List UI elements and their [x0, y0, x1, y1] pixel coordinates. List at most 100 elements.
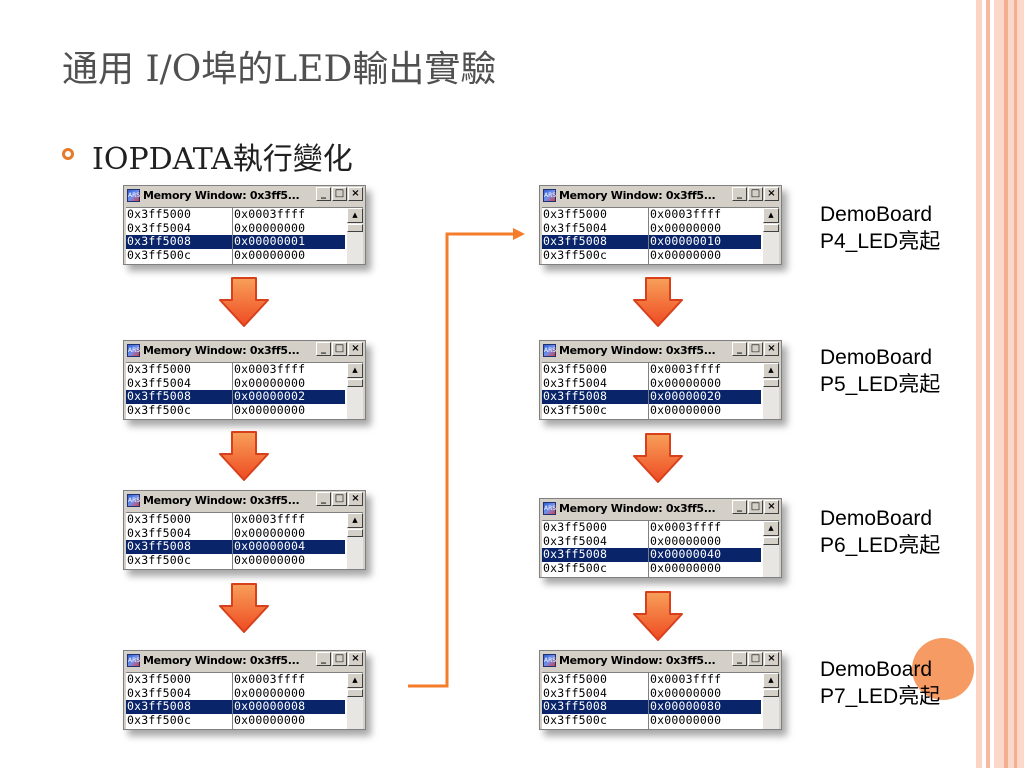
address-cell[interactable]: 0x3ff5000 [543, 362, 608, 376]
minimize-button[interactable]: _ [732, 187, 747, 201]
memory-window[interactable]: ARS Memory Window: 0x3ff5... _ □ × 0x3ff… [539, 340, 782, 420]
value-cell[interactable]: 0x00000000 [650, 247, 722, 262]
value-cell[interactable]: 0x00000040 [649, 547, 761, 562]
window-titlebar[interactable]: ARS Memory Window: 0x3ff5... _ □ × [540, 341, 781, 359]
address-cell[interactable]: 0x3ff5004 [127, 220, 192, 235]
window-titlebar[interactable]: ARS Memory Window: 0x3ff5... _ □ × [124, 341, 365, 359]
address-cell[interactable]: 0x3ff5008 [126, 234, 232, 249]
window-titlebar[interactable]: ARS Memory Window: 0x3ff5... _ □ × [540, 499, 781, 517]
scroll-up-icon[interactable]: ▲ [347, 513, 363, 528]
value-cell[interactable]: 0x0003ffff [234, 672, 306, 686]
scroll-up-icon[interactable]: ▲ [763, 521, 779, 536]
maximize-button[interactable]: □ [748, 342, 763, 356]
window-titlebar[interactable]: ARS Memory Window: 0x3ff5... _ □ × [124, 186, 365, 204]
address-cell[interactable]: 0x3ff5004 [127, 685, 192, 700]
close-button[interactable]: × [764, 187, 779, 201]
minimize-button[interactable]: _ [732, 342, 747, 356]
window-titlebar[interactable]: ARS Memory Window: 0x3ff5... _ □ × [540, 651, 781, 669]
scroll-thumb[interactable] [763, 379, 779, 387]
scroll-up-icon[interactable]: ▲ [347, 363, 363, 378]
value-cell[interactable]: 0x00000000 [234, 375, 306, 390]
minimize-button[interactable]: _ [316, 492, 331, 506]
scroll-thumb[interactable] [347, 379, 363, 387]
value-cell[interactable]: 0x0003ffff [234, 207, 306, 221]
address-cell[interactable]: 0x3ff500c [543, 402, 608, 417]
value-cell[interactable]: 0x00000000 [650, 712, 722, 727]
address-cell[interactable]: 0x3ff5008 [542, 234, 648, 249]
scroll-thumb[interactable] [347, 529, 363, 537]
maximize-button[interactable]: □ [332, 492, 347, 506]
maximize-button[interactable]: □ [332, 342, 347, 356]
value-cell[interactable]: 0x00000000 [650, 685, 722, 700]
maximize-button[interactable]: □ [748, 187, 763, 201]
maximize-button[interactable]: □ [332, 652, 347, 666]
scroll-up-icon[interactable]: ▲ [763, 363, 779, 378]
address-cell[interactable]: 0x3ff5008 [126, 389, 232, 404]
minimize-button[interactable]: _ [316, 187, 331, 201]
value-cell[interactable]: 0x00000000 [650, 220, 722, 235]
maximize-button[interactable]: □ [748, 652, 763, 666]
address-cell[interactable]: 0x3ff5008 [542, 547, 648, 562]
address-cell[interactable]: 0x3ff5008 [126, 539, 232, 554]
scroll-thumb[interactable] [763, 224, 779, 232]
scroll-thumb[interactable] [763, 689, 779, 697]
memory-window[interactable]: ARS Memory Window: 0x3ff5... _ □ × 0x3ff… [123, 650, 366, 730]
address-cell[interactable]: 0x3ff5004 [127, 375, 192, 390]
address-cell[interactable]: 0x3ff5004 [543, 220, 608, 235]
minimize-button[interactable]: _ [316, 342, 331, 356]
address-cell[interactable]: 0x3ff5004 [127, 525, 192, 540]
memory-window[interactable]: ARS Memory Window: 0x3ff5... _ □ × 0x3ff… [539, 650, 782, 730]
address-cell[interactable]: 0x3ff5004 [543, 375, 608, 390]
value-cell[interactable]: 0x00000000 [234, 552, 306, 567]
maximize-button[interactable]: □ [748, 500, 763, 514]
memory-window[interactable]: ARS Memory Window: 0x3ff5... _ □ × 0x3ff… [539, 185, 782, 265]
vertical-scrollbar[interactable]: ▲ [763, 363, 779, 419]
value-cell[interactable]: 0x00000080 [649, 699, 761, 714]
scroll-up-icon[interactable]: ▲ [763, 673, 779, 688]
scroll-up-icon[interactable]: ▲ [347, 673, 363, 688]
address-cell[interactable]: 0x3ff5000 [127, 512, 192, 526]
maximize-button[interactable]: □ [332, 187, 347, 201]
vertical-scrollbar[interactable]: ▲ [763, 521, 779, 577]
address-cell[interactable]: 0x3ff5000 [127, 672, 192, 686]
address-cell[interactable]: 0x3ff5000 [543, 207, 608, 221]
value-cell[interactable]: 0x00000001 [233, 234, 345, 249]
address-cell[interactable]: 0x3ff5000 [543, 672, 608, 686]
window-titlebar[interactable]: ARS Memory Window: 0x3ff5... _ □ × [540, 186, 781, 204]
memory-window[interactable]: ARS Memory Window: 0x3ff5... _ □ × 0x3ff… [539, 498, 782, 578]
memory-window[interactable]: ARS Memory Window: 0x3ff5... _ □ × 0x3ff… [123, 340, 366, 420]
value-cell[interactable]: 0x00000020 [649, 389, 761, 404]
address-cell[interactable]: 0x3ff5008 [542, 389, 648, 404]
value-cell[interactable]: 0x00000000 [650, 560, 722, 575]
close-button[interactable]: × [764, 500, 779, 514]
value-cell[interactable]: 0x00000000 [650, 375, 722, 390]
value-cell[interactable]: 0x0003ffff [234, 362, 306, 376]
value-cell[interactable]: 0x00000000 [234, 685, 306, 700]
vertical-scrollbar[interactable]: ▲ [347, 673, 363, 729]
address-cell[interactable]: 0x3ff500c [127, 712, 192, 727]
address-cell[interactable]: 0x3ff5008 [126, 699, 232, 714]
address-cell[interactable]: 0x3ff500c [543, 560, 608, 575]
memory-window[interactable]: ARS Memory Window: 0x3ff5... _ □ × 0x3ff… [123, 490, 366, 570]
value-cell[interactable]: 0x00000000 [234, 220, 306, 235]
window-titlebar[interactable]: ARS Memory Window: 0x3ff5... _ □ × [124, 491, 365, 509]
address-cell[interactable]: 0x3ff5008 [542, 699, 648, 714]
vertical-scrollbar[interactable]: ▲ [347, 363, 363, 419]
vertical-scrollbar[interactable]: ▲ [347, 513, 363, 569]
vertical-scrollbar[interactable]: ▲ [347, 208, 363, 264]
value-cell[interactable]: 0x00000000 [234, 247, 306, 262]
vertical-scrollbar[interactable]: ▲ [763, 208, 779, 264]
close-button[interactable]: × [348, 187, 363, 201]
address-cell[interactable]: 0x3ff500c [127, 552, 192, 567]
value-cell[interactable]: 0x0003ffff [650, 362, 722, 376]
address-cell[interactable]: 0x3ff500c [127, 247, 192, 262]
value-cell[interactable]: 0x0003ffff [650, 207, 722, 221]
address-cell[interactable]: 0x3ff5004 [543, 533, 608, 548]
value-cell[interactable]: 0x0003ffff [234, 512, 306, 526]
minimize-button[interactable]: _ [316, 652, 331, 666]
memory-window[interactable]: ARS Memory Window: 0x3ff5... _ □ × 0x3ff… [123, 185, 366, 265]
address-cell[interactable]: 0x3ff500c [127, 402, 192, 417]
scroll-up-icon[interactable]: ▲ [763, 208, 779, 223]
close-button[interactable]: × [348, 342, 363, 356]
scroll-thumb[interactable] [347, 224, 363, 232]
